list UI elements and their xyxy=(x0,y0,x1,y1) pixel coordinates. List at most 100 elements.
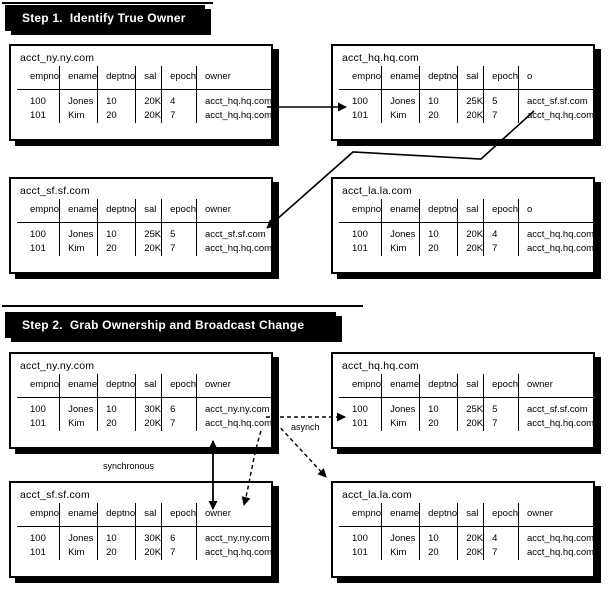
table-cell: acct_hq.hq.com xyxy=(204,243,273,254)
table-cell: 7 xyxy=(483,417,519,431)
column-header: o xyxy=(526,204,533,215)
table-cell: acct_hq.hq.com xyxy=(526,547,595,558)
table-cell: acct_hq.hq.com xyxy=(526,229,595,240)
table-cell: 7 xyxy=(483,109,519,123)
table-cell: 5 xyxy=(161,222,197,242)
table-cell: Jones xyxy=(59,89,99,109)
column-header: empno xyxy=(17,503,61,527)
table-cell: 7 xyxy=(161,546,197,560)
table-cell: acct_ny.ny.com xyxy=(204,533,270,544)
table-cell: acct_hq.hq.com xyxy=(526,243,595,254)
table-cell: 101 xyxy=(17,109,61,123)
column-header: epoch xyxy=(483,374,519,398)
column-header: owner xyxy=(526,508,553,519)
table-cell: acct_hq.hq.com xyxy=(526,110,595,121)
table-cell: 20K xyxy=(135,89,163,109)
column-header: sal xyxy=(135,66,163,90)
table-title: acct_sf.sf.com xyxy=(20,185,90,197)
table-cell: 5 xyxy=(483,397,519,417)
table-cell: Jones xyxy=(59,526,99,546)
table-cell: Kim xyxy=(59,417,99,431)
step1-title: Step 1. Identify True Owner xyxy=(22,11,186,25)
table-cell: 100 xyxy=(17,222,61,242)
separator-line-middle xyxy=(2,305,363,307)
table-title: acct_la.la.com xyxy=(342,185,412,197)
table-cell: 10 xyxy=(97,397,137,417)
table-cell: 100 xyxy=(17,89,61,109)
table-cell: 101 xyxy=(339,417,383,431)
table-title: acct_ny.ny.com xyxy=(20,52,95,64)
table-title: acct_la.la.com xyxy=(342,489,412,501)
column-header: empno xyxy=(339,66,383,90)
column-header: ename xyxy=(59,199,99,223)
column-header: empno xyxy=(17,374,61,398)
column-header: deptno xyxy=(97,66,137,90)
table-cell: 100 xyxy=(339,397,383,417)
table-cell: 20K xyxy=(135,417,163,431)
table-cell: acct_hq.hq.com xyxy=(204,418,273,429)
table-cell: 100 xyxy=(17,397,61,417)
column-header: sal xyxy=(457,503,485,527)
table-title: acct_ny.ny.com xyxy=(20,360,95,372)
table-cell: Kim xyxy=(381,242,421,256)
table-cell: Kim xyxy=(381,546,421,560)
table-cell: Jones xyxy=(381,89,421,109)
table-cell: 10 xyxy=(419,397,459,417)
table-cell: Kim xyxy=(381,109,421,123)
step2-title-bar: Step 2. Grab Ownership and Broadcast Cha… xyxy=(5,312,336,338)
asynch-label: asynch xyxy=(291,422,320,432)
column-header: deptno xyxy=(419,66,459,90)
table-cell: 20 xyxy=(97,242,137,256)
table-cell: 100 xyxy=(339,526,383,546)
column-header: owner xyxy=(204,71,231,82)
column-header: empno xyxy=(339,199,383,223)
table-cell: Kim xyxy=(381,417,421,431)
table-cell: 20K xyxy=(135,109,163,123)
table-cell: 101 xyxy=(339,546,383,560)
column-header: ename xyxy=(381,199,421,223)
table-cell: 6 xyxy=(161,526,197,546)
table-cell: Jones xyxy=(59,222,99,242)
column-header: deptno xyxy=(97,503,137,527)
table-cell: 100 xyxy=(17,526,61,546)
table-cell: acct_hq.hq.com xyxy=(204,547,273,558)
table-cell: 20 xyxy=(97,417,137,431)
table-cell: 30K xyxy=(135,397,163,417)
column-header: empno xyxy=(339,503,383,527)
column-header: epoch xyxy=(483,66,519,90)
table-title: acct_hq.hq.com xyxy=(342,52,419,64)
table-cell: 7 xyxy=(161,109,197,123)
column-header: owner xyxy=(204,204,231,215)
table-cell: 25K xyxy=(135,222,163,242)
column-header: deptno xyxy=(97,199,137,223)
table-cell: 20 xyxy=(419,242,459,256)
table-cell: 20K xyxy=(135,546,163,560)
table-cell: 100 xyxy=(339,89,383,109)
column-header: ename xyxy=(59,66,99,90)
column-header: sal xyxy=(135,374,163,398)
table-cell: 5 xyxy=(483,89,519,109)
table-cell: 20K xyxy=(457,417,485,431)
column-header: epoch xyxy=(483,199,519,223)
table-cell: acct_hq.hq.com xyxy=(204,110,273,121)
table-cell: Jones xyxy=(59,397,99,417)
table-cell: 100 xyxy=(339,222,383,242)
table-cell: acct_sf.sf.com xyxy=(204,229,266,240)
table-cell: 20 xyxy=(419,546,459,560)
step2-title: Step 2. Grab Ownership and Broadcast Cha… xyxy=(22,318,305,332)
table-cell: 4 xyxy=(483,526,519,546)
